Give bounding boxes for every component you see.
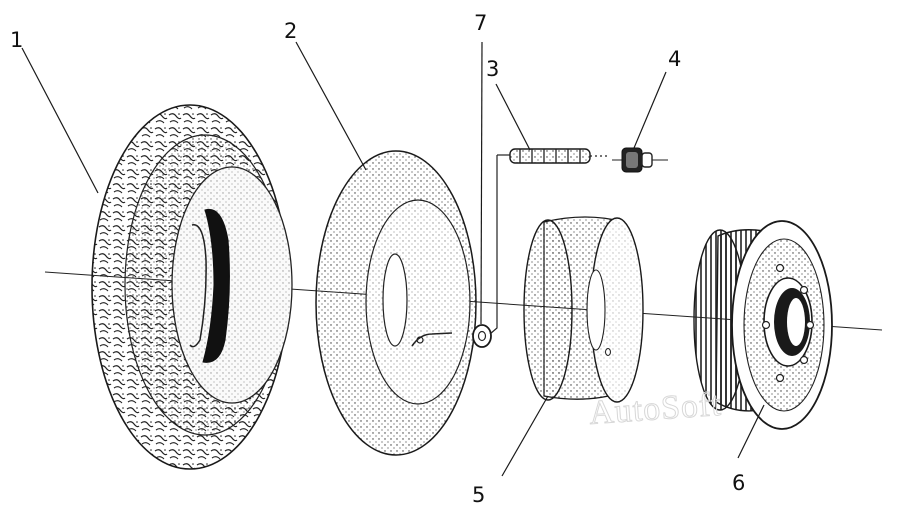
callout-leader-5 bbox=[501, 395, 549, 477]
valve-stem bbox=[489, 148, 610, 335]
callout-label-3: 3 bbox=[486, 57, 499, 81]
callout-leader-7 bbox=[480, 41, 483, 325]
callout-leader-3 bbox=[495, 83, 531, 151]
callout-label-4: 4 bbox=[668, 47, 681, 71]
callout-leader-6 bbox=[737, 404, 765, 459]
watermark: AutoSoft bbox=[588, 386, 723, 432]
callout-label-6: 6 bbox=[732, 471, 745, 495]
tyre bbox=[91, 104, 293, 470]
callout-label-5: 5 bbox=[472, 483, 485, 507]
callout-leader-2 bbox=[295, 41, 367, 171]
rim-band bbox=[523, 216, 644, 403]
callout-label-1: 1 bbox=[10, 28, 23, 52]
wheel-rim bbox=[693, 220, 833, 430]
valve-cap bbox=[612, 147, 668, 173]
washer bbox=[472, 324, 492, 348]
inner-tube bbox=[315, 150, 477, 456]
callout-label-2: 2 bbox=[284, 19, 297, 43]
callout-leader-4 bbox=[633, 71, 667, 149]
lug-holes bbox=[761, 263, 815, 383]
callout-leader-1 bbox=[21, 47, 99, 194]
callout-label-7: 7 bbox=[474, 11, 487, 35]
